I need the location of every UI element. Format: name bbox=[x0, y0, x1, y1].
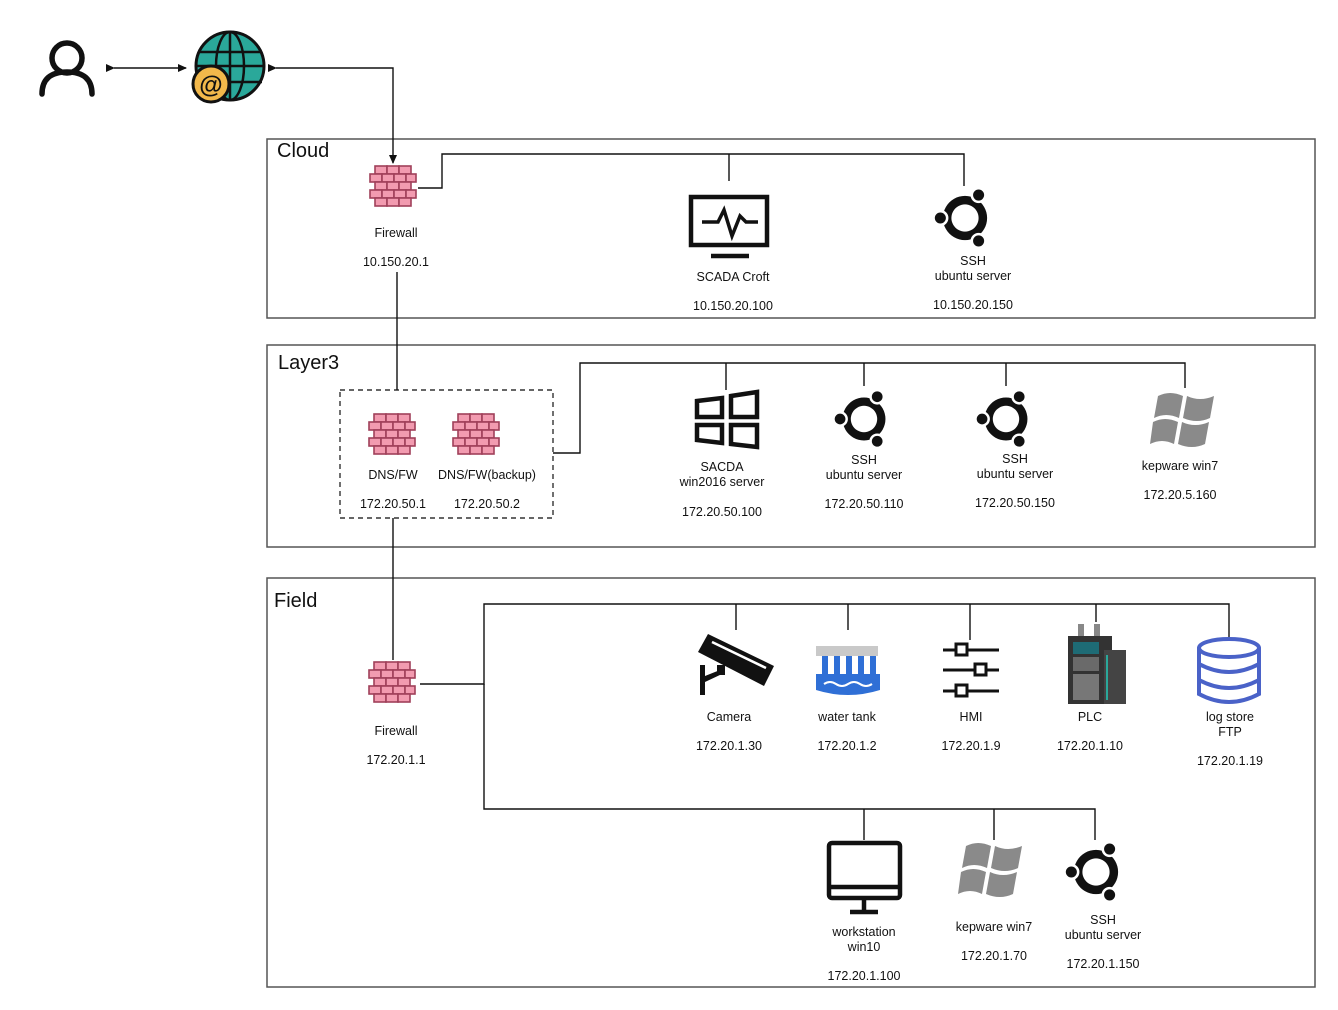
field-windows7-icon bbox=[958, 843, 1022, 897]
water-tank-label: water tank bbox=[818, 710, 876, 724]
l3-ubuntu-1-icon bbox=[832, 388, 887, 450]
sacda-ip: 172.20.50.100 bbox=[682, 505, 762, 519]
user-icon bbox=[39, 40, 95, 97]
scada-croft-label: SCADA Croft bbox=[696, 270, 770, 284]
cloud-firewall-icon bbox=[369, 165, 417, 207]
l3-ssh2-label: SSH ubuntu server bbox=[976, 452, 1054, 481]
link-field-bus bbox=[420, 603, 1230, 685]
dns-fw-backup-label: DNS/FW(backup) bbox=[438, 468, 536, 482]
dns-fw-icon bbox=[368, 413, 416, 455]
zone-title-layer3: Layer3 bbox=[278, 352, 340, 374]
field-firewall-label: Firewall bbox=[374, 724, 418, 738]
hmi-ip: 172.20.1.9 bbox=[941, 739, 1001, 753]
monitor-pulse-icon bbox=[688, 194, 770, 259]
hmi-label: HMI bbox=[959, 710, 983, 724]
camera-ip: 172.20.1.30 bbox=[695, 739, 763, 753]
internet-globe-icon: @ bbox=[191, 30, 266, 104]
plc-ip: 172.20.1.10 bbox=[1056, 739, 1124, 753]
connections bbox=[106, 64, 1230, 840]
dns-fw-backup-ip: 172.20.50.2 bbox=[453, 497, 521, 511]
sliders-icon bbox=[943, 642, 999, 698]
desktop-icon bbox=[826, 840, 903, 915]
log-store-label: log store FTP bbox=[1206, 710, 1254, 739]
zone-title-cloud: Cloud bbox=[277, 140, 330, 162]
cloud-firewall-label: Firewall bbox=[374, 226, 418, 240]
field-kepware-label: kepware win7 bbox=[955, 920, 1033, 934]
sacda-label: SACDA win2016 server bbox=[679, 460, 765, 489]
l3-kepware-ip: 172.20.5.160 bbox=[1143, 488, 1217, 502]
scada-croft-ip: 10.150.20.100 bbox=[693, 299, 773, 313]
dns-fw-label: DNS/FW bbox=[368, 468, 418, 482]
l3-ssh1-ip: 172.20.50.110 bbox=[824, 497, 904, 511]
link-internet-firewall bbox=[268, 64, 397, 164]
zone-cloud bbox=[266, 138, 1316, 319]
zone-title-field: Field bbox=[274, 590, 318, 612]
plc-icon bbox=[1068, 624, 1126, 704]
cloud-ubuntu-icon bbox=[932, 186, 989, 250]
link-layer3-bus bbox=[553, 362, 1186, 454]
field-ubuntu-icon bbox=[1063, 840, 1120, 904]
workstation-label: workstation win10 bbox=[832, 925, 896, 954]
database-icon bbox=[1197, 637, 1261, 704]
log-store-ip: 172.20.1.19 bbox=[1196, 754, 1264, 768]
workstation-ip: 172.20.1.100 bbox=[827, 969, 901, 983]
cloud-ssh-label: SSH ubuntu server bbox=[934, 254, 1012, 283]
zone-field bbox=[266, 577, 1316, 988]
camera-icon bbox=[698, 634, 774, 695]
link-cloud-bus bbox=[418, 153, 965, 189]
field-firewall-ip: 172.20.1.1 bbox=[366, 753, 426, 767]
field-firewall-icon bbox=[368, 661, 416, 703]
dns-fw-ip: 172.20.50.1 bbox=[359, 497, 427, 511]
water-tank-icon bbox=[816, 646, 880, 695]
field-kepware-ip: 172.20.1.70 bbox=[960, 949, 1028, 963]
l3-ssh2-ip: 172.20.50.150 bbox=[975, 496, 1055, 510]
cloud-firewall-ip: 10.150.20.1 bbox=[362, 255, 430, 269]
camera-label: Camera bbox=[706, 710, 752, 724]
l3-ubuntu-2-icon bbox=[974, 388, 1029, 450]
zone-layer3 bbox=[266, 344, 1316, 548]
water-tank-ip: 172.20.1.2 bbox=[817, 739, 877, 753]
windows-icon bbox=[694, 389, 760, 450]
link-field-lower-bus bbox=[483, 684, 1096, 840]
field-ssh-label: SSH ubuntu server bbox=[1064, 913, 1142, 942]
field-ssh-ip: 172.20.1.150 bbox=[1066, 957, 1140, 971]
svg-text:@: @ bbox=[199, 72, 222, 99]
l3-ssh1-label: SSH ubuntu server bbox=[825, 453, 903, 482]
l3-windows7-icon bbox=[1150, 393, 1214, 447]
plc-label: PLC bbox=[1077, 710, 1103, 724]
dns-fw-backup-icon bbox=[452, 413, 500, 455]
cloud-ssh-ip: 10.150.20.150 bbox=[933, 298, 1013, 312]
l3-kepware-label: kepware win7 bbox=[1141, 459, 1219, 473]
